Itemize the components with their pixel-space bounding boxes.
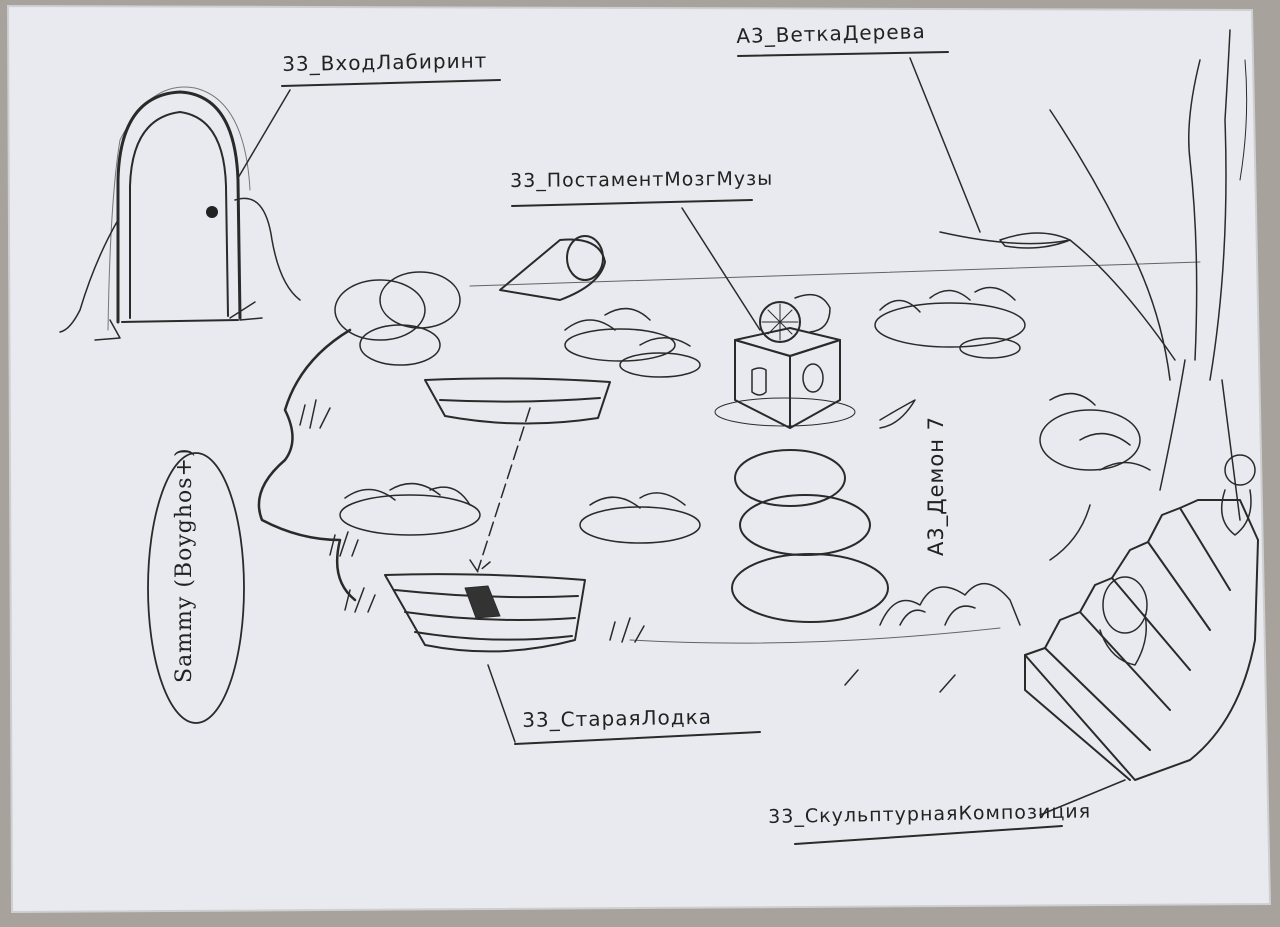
label-pedestal-muse-brain: 33_ПостаментМозгМузы (510, 167, 774, 192)
stepping-stones (731, 449, 889, 623)
pedestal (714, 293, 856, 429)
sculpture-leader-line (1039, 779, 1126, 816)
grass-tufts (299, 399, 956, 693)
labyrinth-door (59, 86, 301, 341)
floating-log (499, 235, 606, 301)
old-boat (384, 573, 586, 653)
water-lilies (334, 271, 1151, 544)
label-old-boat: 33_СтараяЛодка (522, 704, 713, 732)
boat-leader-line (487, 664, 516, 743)
label-author: Sammy (Boyghos+) (172, 447, 197, 683)
label-tree-branch: А3_ВеткаДерева (736, 19, 926, 48)
tree (939, 29, 1248, 521)
boat-arrow (469, 407, 531, 573)
pond-shore (257, 328, 357, 602)
label-demon: А3_Демон 7 (924, 415, 948, 556)
sculpture-figures (1049, 454, 1256, 666)
boat-upper (424, 377, 611, 425)
bushes (879, 583, 1021, 626)
label-labyrinth-entrance: 33_ВходЛабиринт (282, 48, 488, 76)
branch-leader-line (909, 57, 981, 233)
entrance-leader-line (237, 89, 291, 179)
paper (6, 4, 1272, 914)
author-oval (147, 452, 245, 724)
pedestal-leader-line (681, 207, 761, 331)
